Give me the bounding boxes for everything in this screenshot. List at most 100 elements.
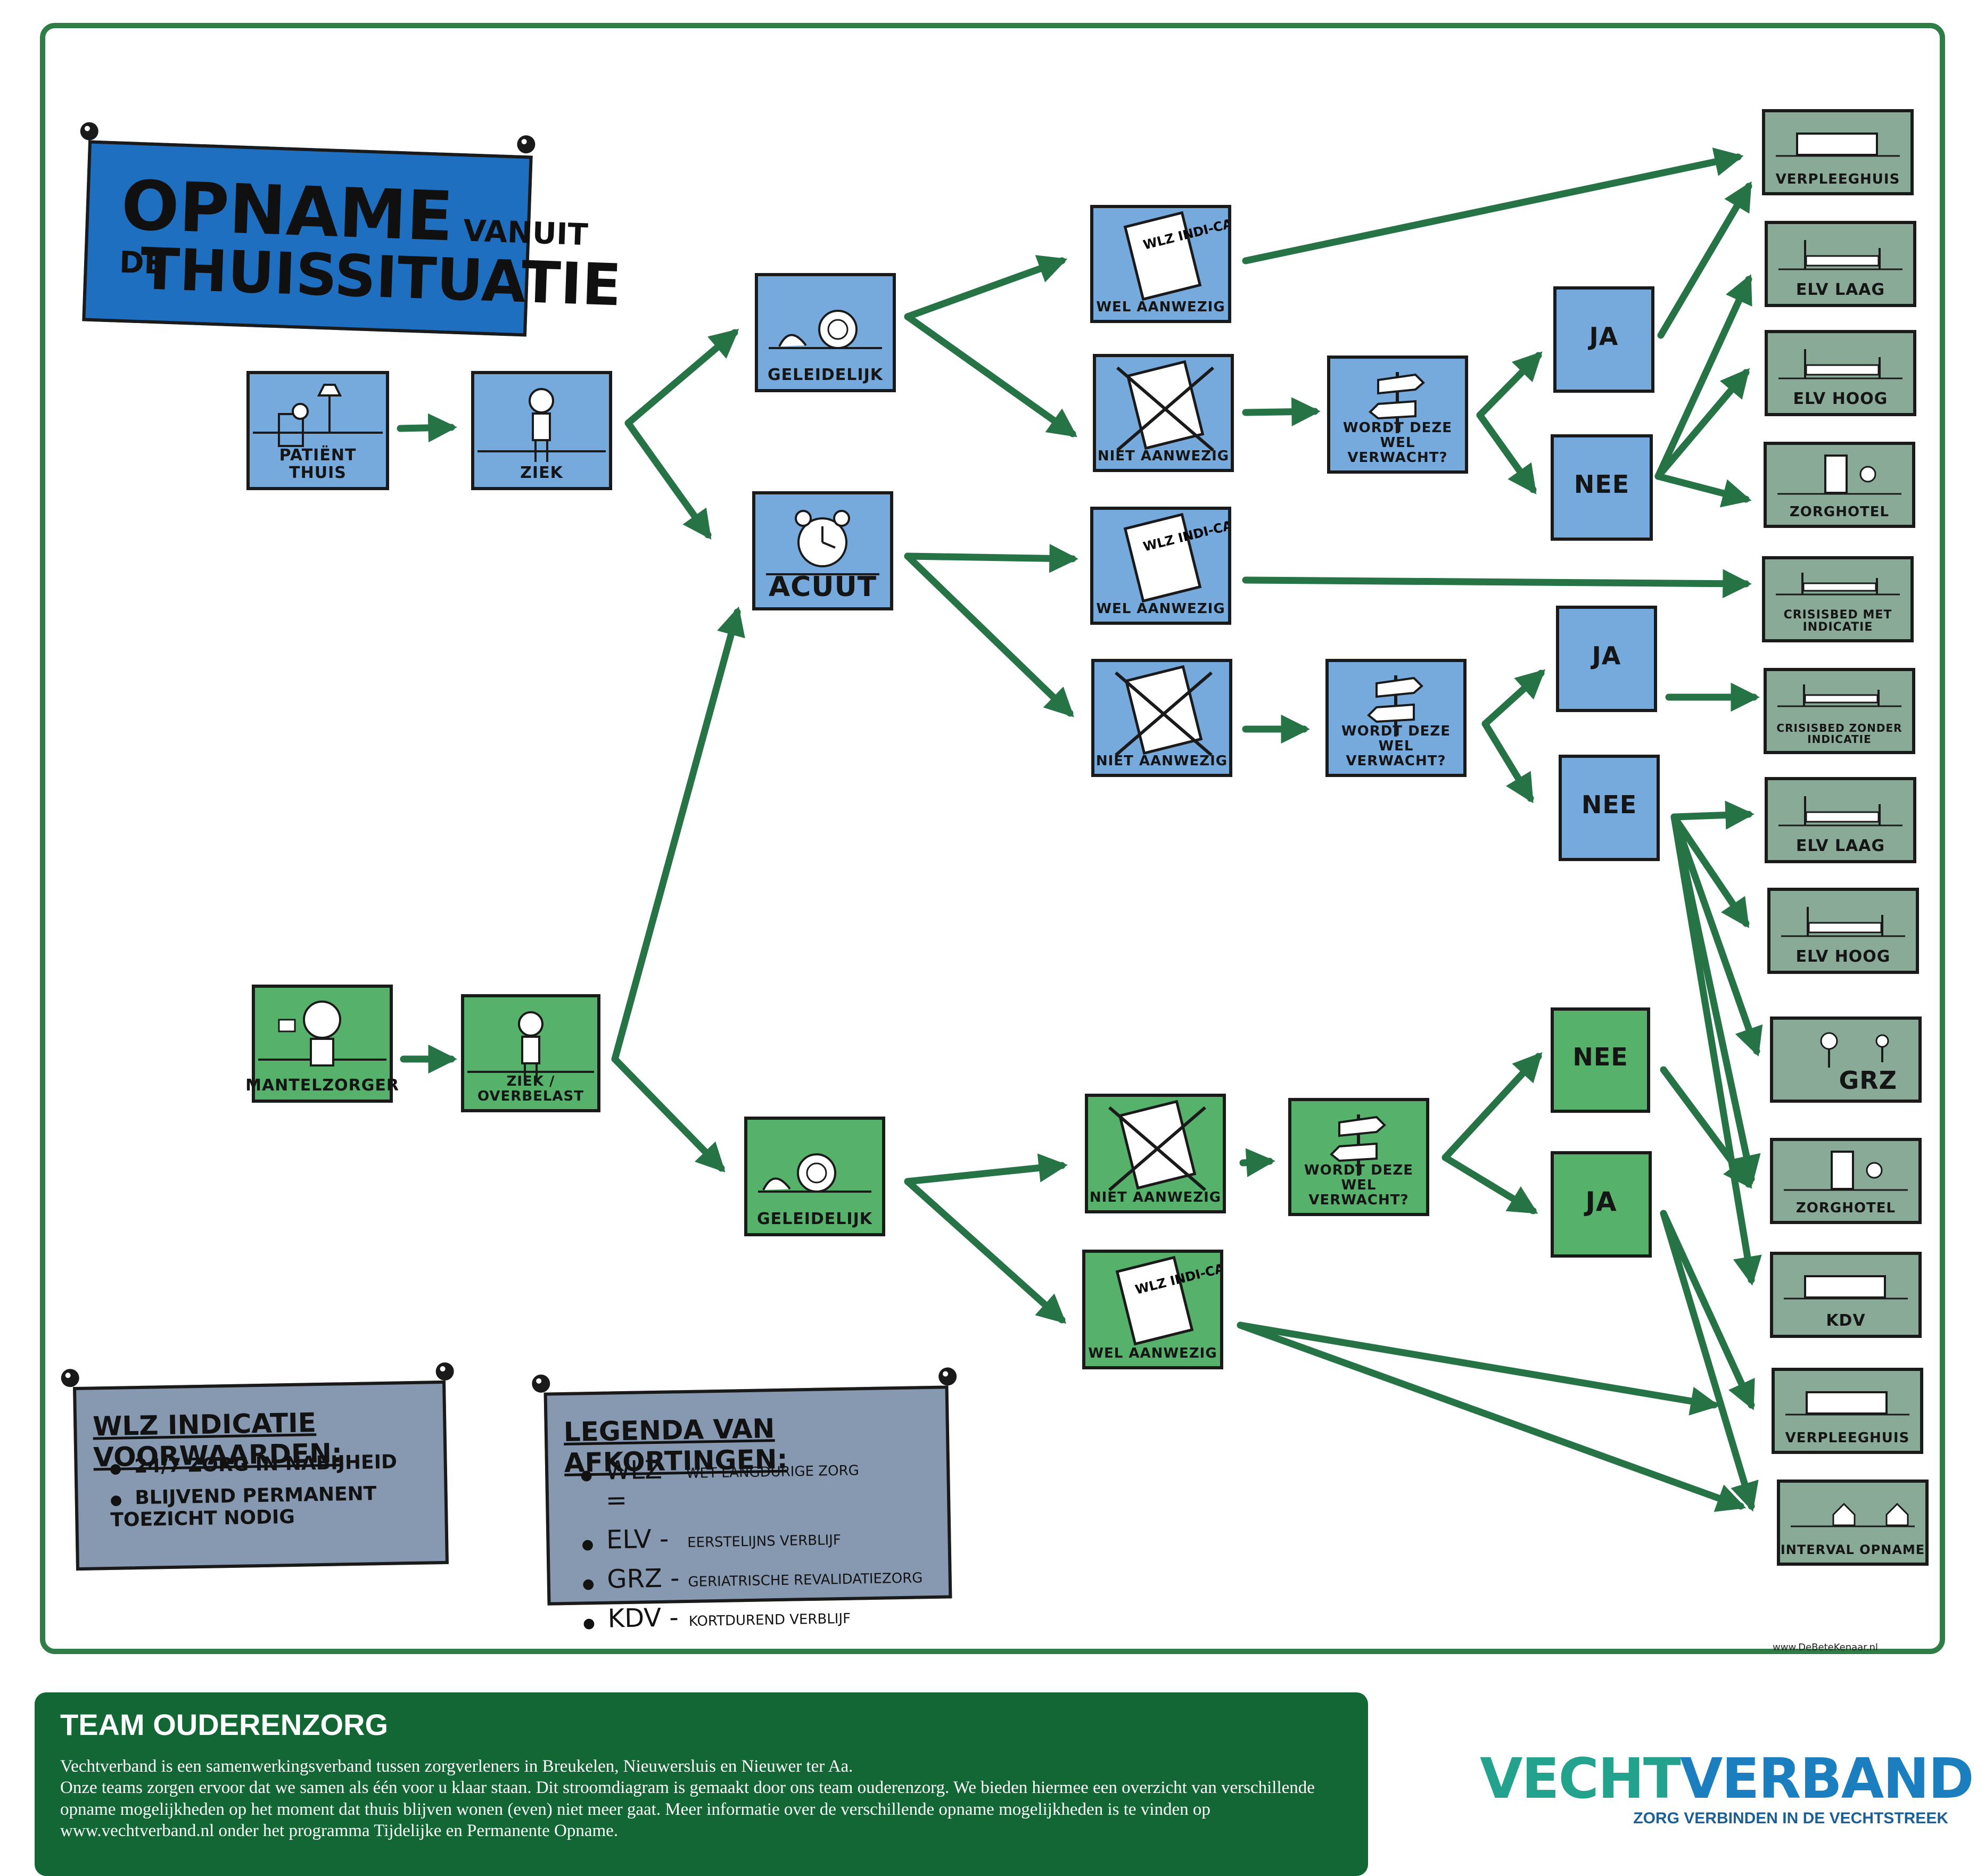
node-geleidelijk-green: GELEIDELIJK <box>744 1117 885 1236</box>
outcome-label: ZORGHOTEL <box>1789 503 1890 520</box>
outcome-label: CRISISBED ZONDER INDICATIE <box>1776 721 1902 746</box>
signpost-icon <box>1369 372 1425 433</box>
node-ziek: ZIEK <box>471 371 612 490</box>
node-patient-thuis: PATIËNT THUIS <box>246 371 389 490</box>
legend-list: WLZ =WET LANGDURIGE ZORG ELV -EERSTELIJN… <box>580 1450 924 1643</box>
outcome-kdv: KDV <box>1770 1252 1922 1338</box>
team-intro: Vechtverband is een samenwerkingsverband… <box>60 1757 853 1776</box>
wlz-book-icon: WLZ INDI-CATIE <box>1123 513 1228 603</box>
team-info-box: TEAM OUDERENZORG Vechtverband is een sam… <box>35 1692 1368 1876</box>
outcome-verpleeghuis-1: VERPLEEGHUIS <box>1762 109 1914 195</box>
wlz-conditions-list: 24/7 ZORG IN NABIJHEID BLIJVEND PERMANEN… <box>109 1450 445 1541</box>
snail-icon <box>769 310 882 349</box>
outcome-label: ELV HOOG <box>1795 947 1891 966</box>
crossed-book-icon <box>1115 665 1213 757</box>
team-title: TEAM OUDERENZORG <box>60 1708 388 1741</box>
node-acuut: ACUUT <box>752 491 893 610</box>
legend-item: KDV - KORTDUREND VERBLIJF <box>583 1598 924 1634</box>
outcome-label: VERPLEEGHUIS <box>1775 171 1900 187</box>
node-wordt-verwacht-1: WORDT DEZE WEL VERWACHT? <box>1327 356 1468 474</box>
outcome-elv-hoog-2: ELV HOOG <box>1767 888 1919 974</box>
node-wel-aanwezig-3: WLZ INDI-CATIE WEL AANWEZIG <box>1082 1250 1223 1369</box>
outcome-label: ZORGHOTEL <box>1795 1200 1896 1216</box>
legend-abbr: GRZ - <box>606 1563 680 1594</box>
outcome-label: VERPLEEGHUIS <box>1785 1429 1910 1446</box>
node-label: ZIEK / OVERBELAST <box>477 1073 584 1104</box>
alarm-clock-icon <box>766 510 879 575</box>
diagram-frame <box>40 23 1945 1654</box>
node-niet-aanwezig-2: NIET AANWEZIG <box>1091 659 1232 777</box>
hotel-icon <box>1784 1151 1908 1191</box>
brand-tagline: ZORG VERBINDEN IN DE VECHTSTREEK <box>1633 1809 1948 1827</box>
brand-name: VECHTVERBAND <box>1480 1751 1974 1806</box>
hotel-icon <box>1777 454 1901 495</box>
sick-person-icon <box>477 388 606 462</box>
node-label: NEE <box>1581 790 1637 820</box>
crisis-bed-icon <box>1776 573 1900 596</box>
node-wel-aanwezig-1: WLZ INDI-CATIE WEL AANWEZIG <box>1090 205 1231 323</box>
outcome-grz: GRZ <box>1770 1016 1922 1103</box>
outcome-label: KDV <box>1826 1311 1866 1330</box>
outcome-elv-laag-1: ELV LAAG <box>1765 221 1916 307</box>
caregiver-icon <box>258 1001 386 1067</box>
node-label: WEL AANWEZIG <box>1096 600 1225 617</box>
legend-abbr: ELV - <box>606 1524 669 1555</box>
legend-abbr: KDV - <box>607 1602 679 1634</box>
crisis-bed-icon <box>1777 684 1901 707</box>
node-wel-aanwezig-2: WLZ INDI-CATIE WEL AANWEZIG <box>1090 507 1231 625</box>
bed-icon <box>1778 796 1902 827</box>
outcome-crisisbed-zonder: CRISISBED ZONDER INDICATIE <box>1764 668 1915 754</box>
building-icon <box>1785 1391 1909 1416</box>
node-mantelzorger: MANTELZORGER <box>245 985 399 1103</box>
wlz-book-icon: WLZ INDI-CATIE <box>1123 211 1228 301</box>
wlz-book-icon: WLZ INDI-CATIE <box>1115 1255 1220 1346</box>
brand-name-b: VERBAND <box>1679 1746 1974 1811</box>
snail-icon <box>758 1153 871 1193</box>
node-ja-2: JA <box>1556 606 1657 712</box>
outcome-label: ELV LAAG <box>1795 280 1885 299</box>
rehab-icon <box>1820 1032 1889 1068</box>
patient-chair-icon <box>253 384 383 447</box>
outcome-label: CRISISBED MET INDICATIE <box>1783 608 1892 634</box>
node-label: WEL AANWEZIG <box>1088 1345 1217 1361</box>
outcome-zorghotel-1: ZORGHOTEL <box>1764 442 1915 528</box>
node-ziek-overbelast: ZIEK / OVERBELAST <box>461 994 600 1112</box>
legend-def: GERIATRISCHE REVALIDATIEZORG <box>688 1570 923 1590</box>
node-label: JA <box>1589 322 1619 351</box>
node-label: PATIËNT THUIS <box>279 446 357 482</box>
outcome-label: ELV HOOG <box>1793 389 1888 408</box>
outcome-interval-opname: INTERVAL OPNAME <box>1777 1480 1929 1566</box>
bed-icon <box>1778 349 1902 379</box>
legend-def: WET LANGDURIGE ZORG <box>686 1462 860 1482</box>
signpost-icon <box>1330 1114 1386 1176</box>
legend-item: GRZ - GERIATRISCHE REVALIDATIEZORG <box>582 1559 923 1594</box>
node-niet-aanwezig-3: NIET AANWEZIG <box>1085 1094 1226 1213</box>
node-label: NIET AANWEZIG <box>1096 753 1228 769</box>
crossed-book-icon <box>1108 1100 1206 1192</box>
node-label: NEE <box>1574 470 1630 499</box>
node-nee-2: NEE <box>1559 755 1660 861</box>
node-nee-3: NEE <box>1551 1007 1650 1113</box>
legend-banner: LEGENDA VAN AFKORTINGEN: WLZ =WET LANGDU… <box>531 1367 957 1634</box>
wlz-conditions-banner: WLZ INDICATIE VOORWAARDEN: 24/7 ZORG IN … <box>61 1362 454 1571</box>
crossed-book-icon <box>1116 360 1214 452</box>
node-wordt-verwacht-3: WORDT DEZE WEL VERWACHT? <box>1288 1098 1429 1216</box>
wlz-condition-item: BLIJVEND PERMANENT TOEZICHT NODIG <box>110 1482 444 1531</box>
node-ja-1: JA <box>1553 286 1654 393</box>
node-geleidelijk-blue: GELEIDELIJK <box>755 273 896 392</box>
legend-def: KORTDUREND VERBLIJF <box>688 1610 851 1630</box>
node-label: JA <box>1592 641 1621 671</box>
outcome-label: ELV LAAG <box>1795 836 1885 855</box>
bed-icon <box>1781 907 1905 937</box>
interval-houses-icon <box>1791 1502 1915 1527</box>
node-label: JA <box>1585 1186 1617 1217</box>
node-nee-1: NEE <box>1551 434 1653 541</box>
outcome-verpleeghuis-2: VERPLEEGHUIS <box>1772 1368 1923 1454</box>
node-label: GELEIDELIJK <box>768 365 883 384</box>
signpost-icon <box>1367 675 1423 737</box>
artist-signature: www.DeBeteKenaar.nl <box>1773 1642 1879 1653</box>
node-label: NEE <box>1572 1043 1628 1072</box>
outcome-label: GRZ <box>1839 1066 1897 1095</box>
